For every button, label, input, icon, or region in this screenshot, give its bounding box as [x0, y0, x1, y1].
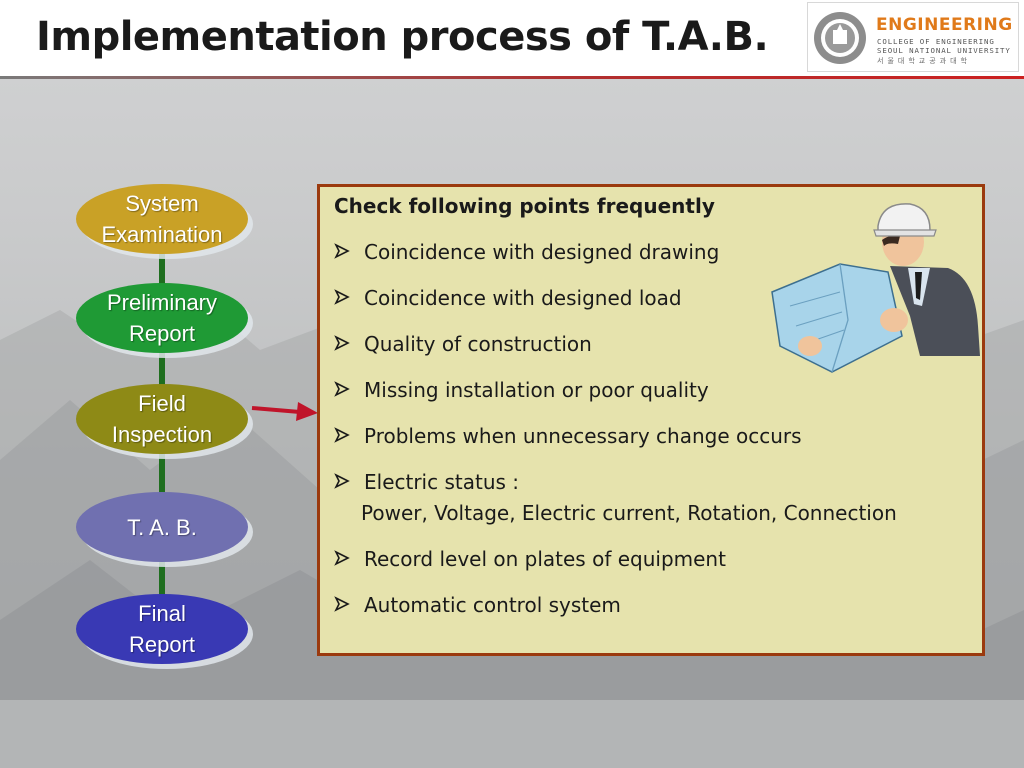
step-label: Final Report: [128, 601, 196, 657]
flow-connector: [159, 349, 165, 387]
arrowhead-bullet-icon: [334, 381, 350, 397]
list-item-text: Problems when unnecessary change occurs: [364, 424, 802, 448]
title-bar: Implementation process of T.A.B. ENGINEE…: [0, 0, 1024, 76]
list-item: Electric status : Power, Voltage, Electr…: [334, 467, 897, 544]
flow-connector: [159, 560, 165, 596]
list-item-text: Missing installation or poor quality: [364, 378, 709, 402]
arrowhead-bullet-icon: [334, 473, 350, 489]
title-divider: [0, 76, 1024, 79]
flow-connector: [159, 452, 165, 494]
flow-connector: [159, 253, 165, 293]
step-label: T. A. B.: [127, 514, 197, 540]
list-item-text: Quality of construction: [364, 332, 592, 356]
list-item-text: Automatic control system: [364, 593, 621, 617]
logo-korean-name: 서울대학교공과대학: [877, 58, 971, 65]
step-field-inspection[interactable]: Field Inspection: [76, 384, 248, 454]
list-item: Quality of construction: [334, 329, 897, 375]
right-arrow-icon: [251, 402, 318, 421]
list-item-text: Electric status :: [364, 470, 520, 494]
arrowhead-bullet-icon: [334, 289, 350, 305]
logo-university: SEOUL NATIONAL UNIVERSITY: [877, 46, 1011, 55]
list-item-text: Coincidence with designed load: [364, 286, 682, 310]
logo-wordmark: ENGINEERING: [876, 15, 1013, 35]
arrowhead-bullet-icon: [334, 596, 350, 612]
arrowhead-bullet-icon: [334, 427, 350, 443]
list-item: Coincidence with designed drawing: [334, 237, 897, 283]
list-item: Coincidence with designed load: [334, 283, 897, 329]
list-item-text: Coincidence with designed drawing: [364, 240, 720, 264]
list-item: Automatic control system: [334, 590, 897, 636]
arrowhead-bullet-icon: [334, 335, 350, 351]
step-final-report[interactable]: Final Report: [76, 594, 248, 664]
step-preliminary-report[interactable]: Preliminary Report: [76, 283, 248, 353]
university-seal-icon: [814, 12, 866, 64]
logo-college: COLLEGE OF ENGINEERING: [877, 37, 995, 46]
step-label: System Examination: [101, 191, 223, 247]
list-item: Problems when unnecessary change occurs: [334, 421, 897, 467]
page-title: Implementation process of T.A.B.: [36, 14, 769, 60]
step-system-examination[interactable]: System Examination: [76, 184, 248, 254]
step-label: Preliminary Report: [106, 290, 218, 346]
list-item: Record level on plates of equipment: [334, 544, 897, 590]
list-item: Missing installation or poor quality: [334, 375, 897, 421]
arrowhead-bullet-icon: [334, 550, 350, 566]
list-item-text: Record level on plates of equipment: [364, 547, 726, 571]
step-tab[interactable]: T. A. B.: [76, 492, 248, 562]
university-logo: ENGINEERING COLLEGE OF ENGINEERING SEOUL…: [807, 2, 1019, 72]
step-label: Field Inspection: [111, 391, 213, 447]
checklist: Coincidence with designed drawing Coinci…: [334, 237, 897, 636]
checklist-panel: Check following points frequently Coinci…: [317, 184, 985, 656]
checklist-heading: Check following points frequently: [334, 194, 715, 218]
list-item-subtext: Power, Voltage, Electric current, Rotati…: [361, 501, 897, 525]
engineer-with-blueprint-icon: [771, 203, 980, 373]
arrowhead-bullet-icon: [334, 243, 350, 259]
